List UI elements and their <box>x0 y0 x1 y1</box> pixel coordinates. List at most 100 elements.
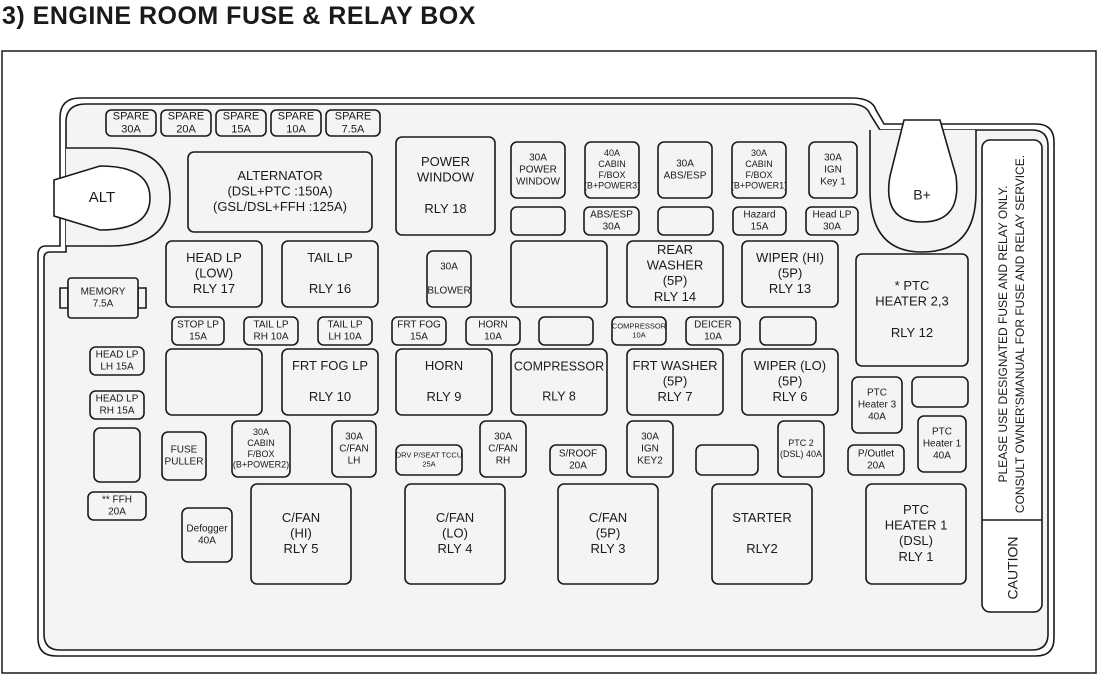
fuse-item-label: WINDOW <box>417 170 475 185</box>
fuse-item-label: RH 15A <box>99 406 134 417</box>
fuse-item-box <box>626 420 674 478</box>
fuse-item-label: IGN <box>641 444 659 455</box>
fuse-item-label: RLY 7 <box>658 389 693 404</box>
fuse-item-label: 40A <box>868 412 886 423</box>
fuse-item-label: WIPER (HI) <box>756 250 824 265</box>
fuse-item-label: Heater 3 <box>858 400 897 411</box>
fuse-item-label: (LOW) <box>195 265 233 280</box>
fuse-item-box <box>87 491 147 521</box>
fuse-item-label: Hazard <box>743 210 775 221</box>
fuse-item-box <box>777 420 825 478</box>
fuse-item-box <box>510 206 566 236</box>
fuse-item-blank-left-rly <box>165 348 263 416</box>
fuse-item-box <box>89 390 145 420</box>
fuse-item-box <box>93 427 141 483</box>
fuse-item-label: HORN <box>478 320 507 331</box>
fuse-item-label: 30A <box>121 124 141 136</box>
fuse-item-box <box>479 420 527 478</box>
fuse-item-box <box>510 240 608 308</box>
fuse-item-label: HEATER 2,3 <box>875 294 948 309</box>
fuse-item-wiper-hi: WIPER (HI)(5P)RLY 13 <box>741 240 839 308</box>
fuse-item-label: RLY 8 <box>542 389 576 403</box>
fuse-item-label: (5P) <box>663 373 688 388</box>
fuse-item-box <box>741 240 839 308</box>
fuse-item-box <box>395 348 493 416</box>
fuse-item-label: CABIN <box>247 438 275 448</box>
fuse-item-cfan-lo: C/FAN(LO)RLY 4 <box>404 483 506 585</box>
caution-label: CAUTION <box>1005 537 1021 600</box>
fuse-item-label: HEATER 1 <box>885 518 948 533</box>
fuse-item-label: 15A <box>751 222 769 233</box>
fuse-item-label: POWER <box>519 165 557 176</box>
fuse-item-label: KEY2 <box>637 456 663 467</box>
fuse-item-label: COMPRESSOR <box>514 359 604 373</box>
fuse-item-label: C/FAN <box>436 510 474 525</box>
fuse-item-label: LH 15A <box>100 362 134 373</box>
fuse-item-box <box>187 151 373 233</box>
fuse-item-label: (DSL) <box>899 533 933 548</box>
fuse-item-box <box>510 348 608 416</box>
fuse-item-label: TAIL LP <box>253 320 288 331</box>
fuse-item-label: FUSE <box>171 445 198 456</box>
fuse-item-label: CABIN <box>745 159 773 169</box>
fuse-item-label: RLY 14 <box>654 289 696 304</box>
fuse-item-box <box>911 376 969 408</box>
fuse-item-box <box>741 348 839 416</box>
fuse-item-label: WIPER (LO) <box>754 358 826 373</box>
fuse-item-label: 30A <box>751 148 767 158</box>
fuse-item-box <box>165 240 263 308</box>
fuse-item-label: 10A <box>632 330 645 339</box>
fuse-item-label: PTC <box>903 502 929 517</box>
fuse-item-frt-washer: FRT WASHER(5P)RLY 7 <box>626 348 724 416</box>
fuse-item-label: (5P) <box>596 525 621 540</box>
fuse-item-label: DEICER <box>694 320 732 331</box>
fuse-item-label: RLY 10 <box>309 389 351 404</box>
fuse-item-label: SPARE <box>113 110 149 122</box>
fuse-item-label: Defogger <box>186 524 228 535</box>
fuse-item-label: 40A <box>198 536 216 547</box>
fuse-item-box <box>557 483 659 585</box>
fuse-item-label: ALT <box>89 189 115 206</box>
fuse-item-label: LH 10A <box>328 332 362 343</box>
fuse-item-box <box>549 444 607 476</box>
fuse-item-label: ALTERNATOR <box>237 168 322 183</box>
fuse-item-label: 25A <box>422 459 435 468</box>
fuse-item-label: WASHER <box>647 258 704 273</box>
fuse-item-label: WINDOW <box>516 177 560 188</box>
fuse-item-blank-small2 <box>759 316 817 346</box>
fuse-item-label: 7.5A <box>342 124 365 136</box>
fuse-item-label: 30A <box>440 262 458 273</box>
fuse-item-label: RLY 16 <box>309 281 351 296</box>
fuse-item-label: 15A <box>189 332 207 343</box>
fuse-item-box <box>611 316 667 346</box>
fuse-item-label: BLOWER <box>427 286 470 297</box>
fuse-item-label: 30A <box>824 153 842 164</box>
fuse-item-label: RLY 9 <box>427 389 462 404</box>
fuse-item-label: F/BOX <box>745 170 772 180</box>
fuse-item-label: RLY 4 <box>438 541 473 556</box>
fuse-item-alt-terminal: ALT <box>89 189 115 206</box>
fuse-item-label: C/FAN <box>488 444 517 455</box>
fuse-item-label: POWER <box>421 154 470 169</box>
fuse-item-label: RLY 18 <box>424 201 466 216</box>
fuse-item-label: HEAD LP <box>186 250 242 265</box>
fuse-item-label: STARTER <box>732 510 791 525</box>
fuse-item-blank-left-sq <box>93 427 141 483</box>
fuse-box-outline <box>37 97 1055 657</box>
fuse-item-label: HEAD LP <box>96 350 139 361</box>
fuse-item-box <box>105 109 157 137</box>
